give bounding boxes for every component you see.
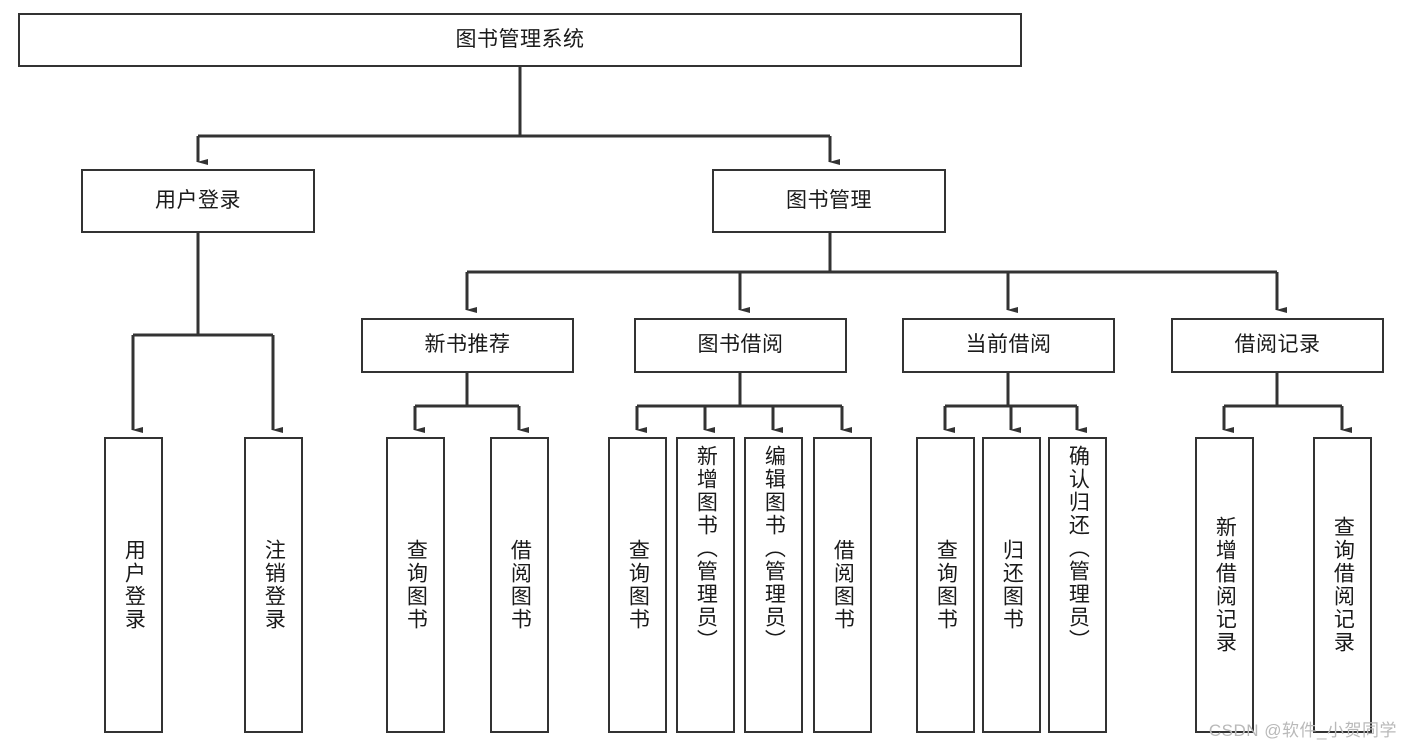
- leaf-query-borrow-record[interactable]: 查询借阅记录: [1313, 437, 1372, 733]
- node-label: 归还图书: [1000, 539, 1024, 631]
- node-user-login[interactable]: 用户登录: [81, 169, 315, 233]
- node-label: 借阅记录: [1234, 333, 1321, 357]
- node-label: 借阅图书: [508, 539, 532, 631]
- node-label: 编辑图书（管理员）: [762, 445, 786, 652]
- leaf-edit-book-admin[interactable]: 编辑图书（管理员）: [744, 437, 803, 733]
- node-label: 注销登录: [262, 539, 286, 631]
- leaf-add-book-admin[interactable]: 新增图书（管理员）: [676, 437, 735, 733]
- node-label: 图书管理: [786, 188, 872, 212]
- node-label: 图书管理系统: [455, 27, 585, 51]
- leaf-logout-login[interactable]: 注销登录: [244, 437, 303, 733]
- node-label: 图书借阅: [697, 333, 784, 357]
- node-label: 新书推荐: [424, 333, 511, 357]
- node-root-system[interactable]: 图书管理系统: [18, 13, 1022, 67]
- node-current-borrow[interactable]: 当前借阅: [902, 318, 1115, 373]
- watermark-text: CSDN @软件_小贺同学: [1208, 721, 1397, 740]
- leaf-borrow-book-newbook[interactable]: 借阅图书: [490, 437, 549, 733]
- leaf-query-book-newbook[interactable]: 查询图书: [386, 437, 445, 733]
- node-new-book-recommend[interactable]: 新书推荐: [361, 318, 574, 373]
- node-label: 确认归还（管理员）: [1066, 445, 1090, 652]
- node-label: 用户登录: [155, 188, 241, 212]
- node-label: 借阅图书: [831, 539, 855, 631]
- leaf-add-borrow-record[interactable]: 新增借阅记录: [1195, 437, 1254, 733]
- node-label: 查询借阅记录: [1331, 516, 1355, 654]
- node-label: 查询图书: [404, 539, 428, 631]
- leaf-query-book-borrow[interactable]: 查询图书: [608, 437, 667, 733]
- node-label: 查询图书: [626, 539, 650, 631]
- node-label: 用户登录: [122, 539, 146, 631]
- leaf-borrow-book[interactable]: 借阅图书: [813, 437, 872, 733]
- node-label: 新增图书（管理员）: [694, 445, 718, 652]
- leaf-return-book[interactable]: 归还图书: [982, 437, 1041, 733]
- node-label: 新增借阅记录: [1213, 516, 1237, 654]
- node-book-borrow[interactable]: 图书借阅: [634, 318, 847, 373]
- node-borrow-record[interactable]: 借阅记录: [1171, 318, 1384, 373]
- leaf-confirm-return-admin[interactable]: 确认归还（管理员）: [1048, 437, 1107, 733]
- node-label: 查询图书: [934, 539, 958, 631]
- leaf-user-login[interactable]: 用户登录: [104, 437, 163, 733]
- node-label: 当前借阅: [965, 333, 1052, 357]
- leaf-query-book-current[interactable]: 查询图书: [916, 437, 975, 733]
- node-book-management[interactable]: 图书管理: [712, 169, 946, 233]
